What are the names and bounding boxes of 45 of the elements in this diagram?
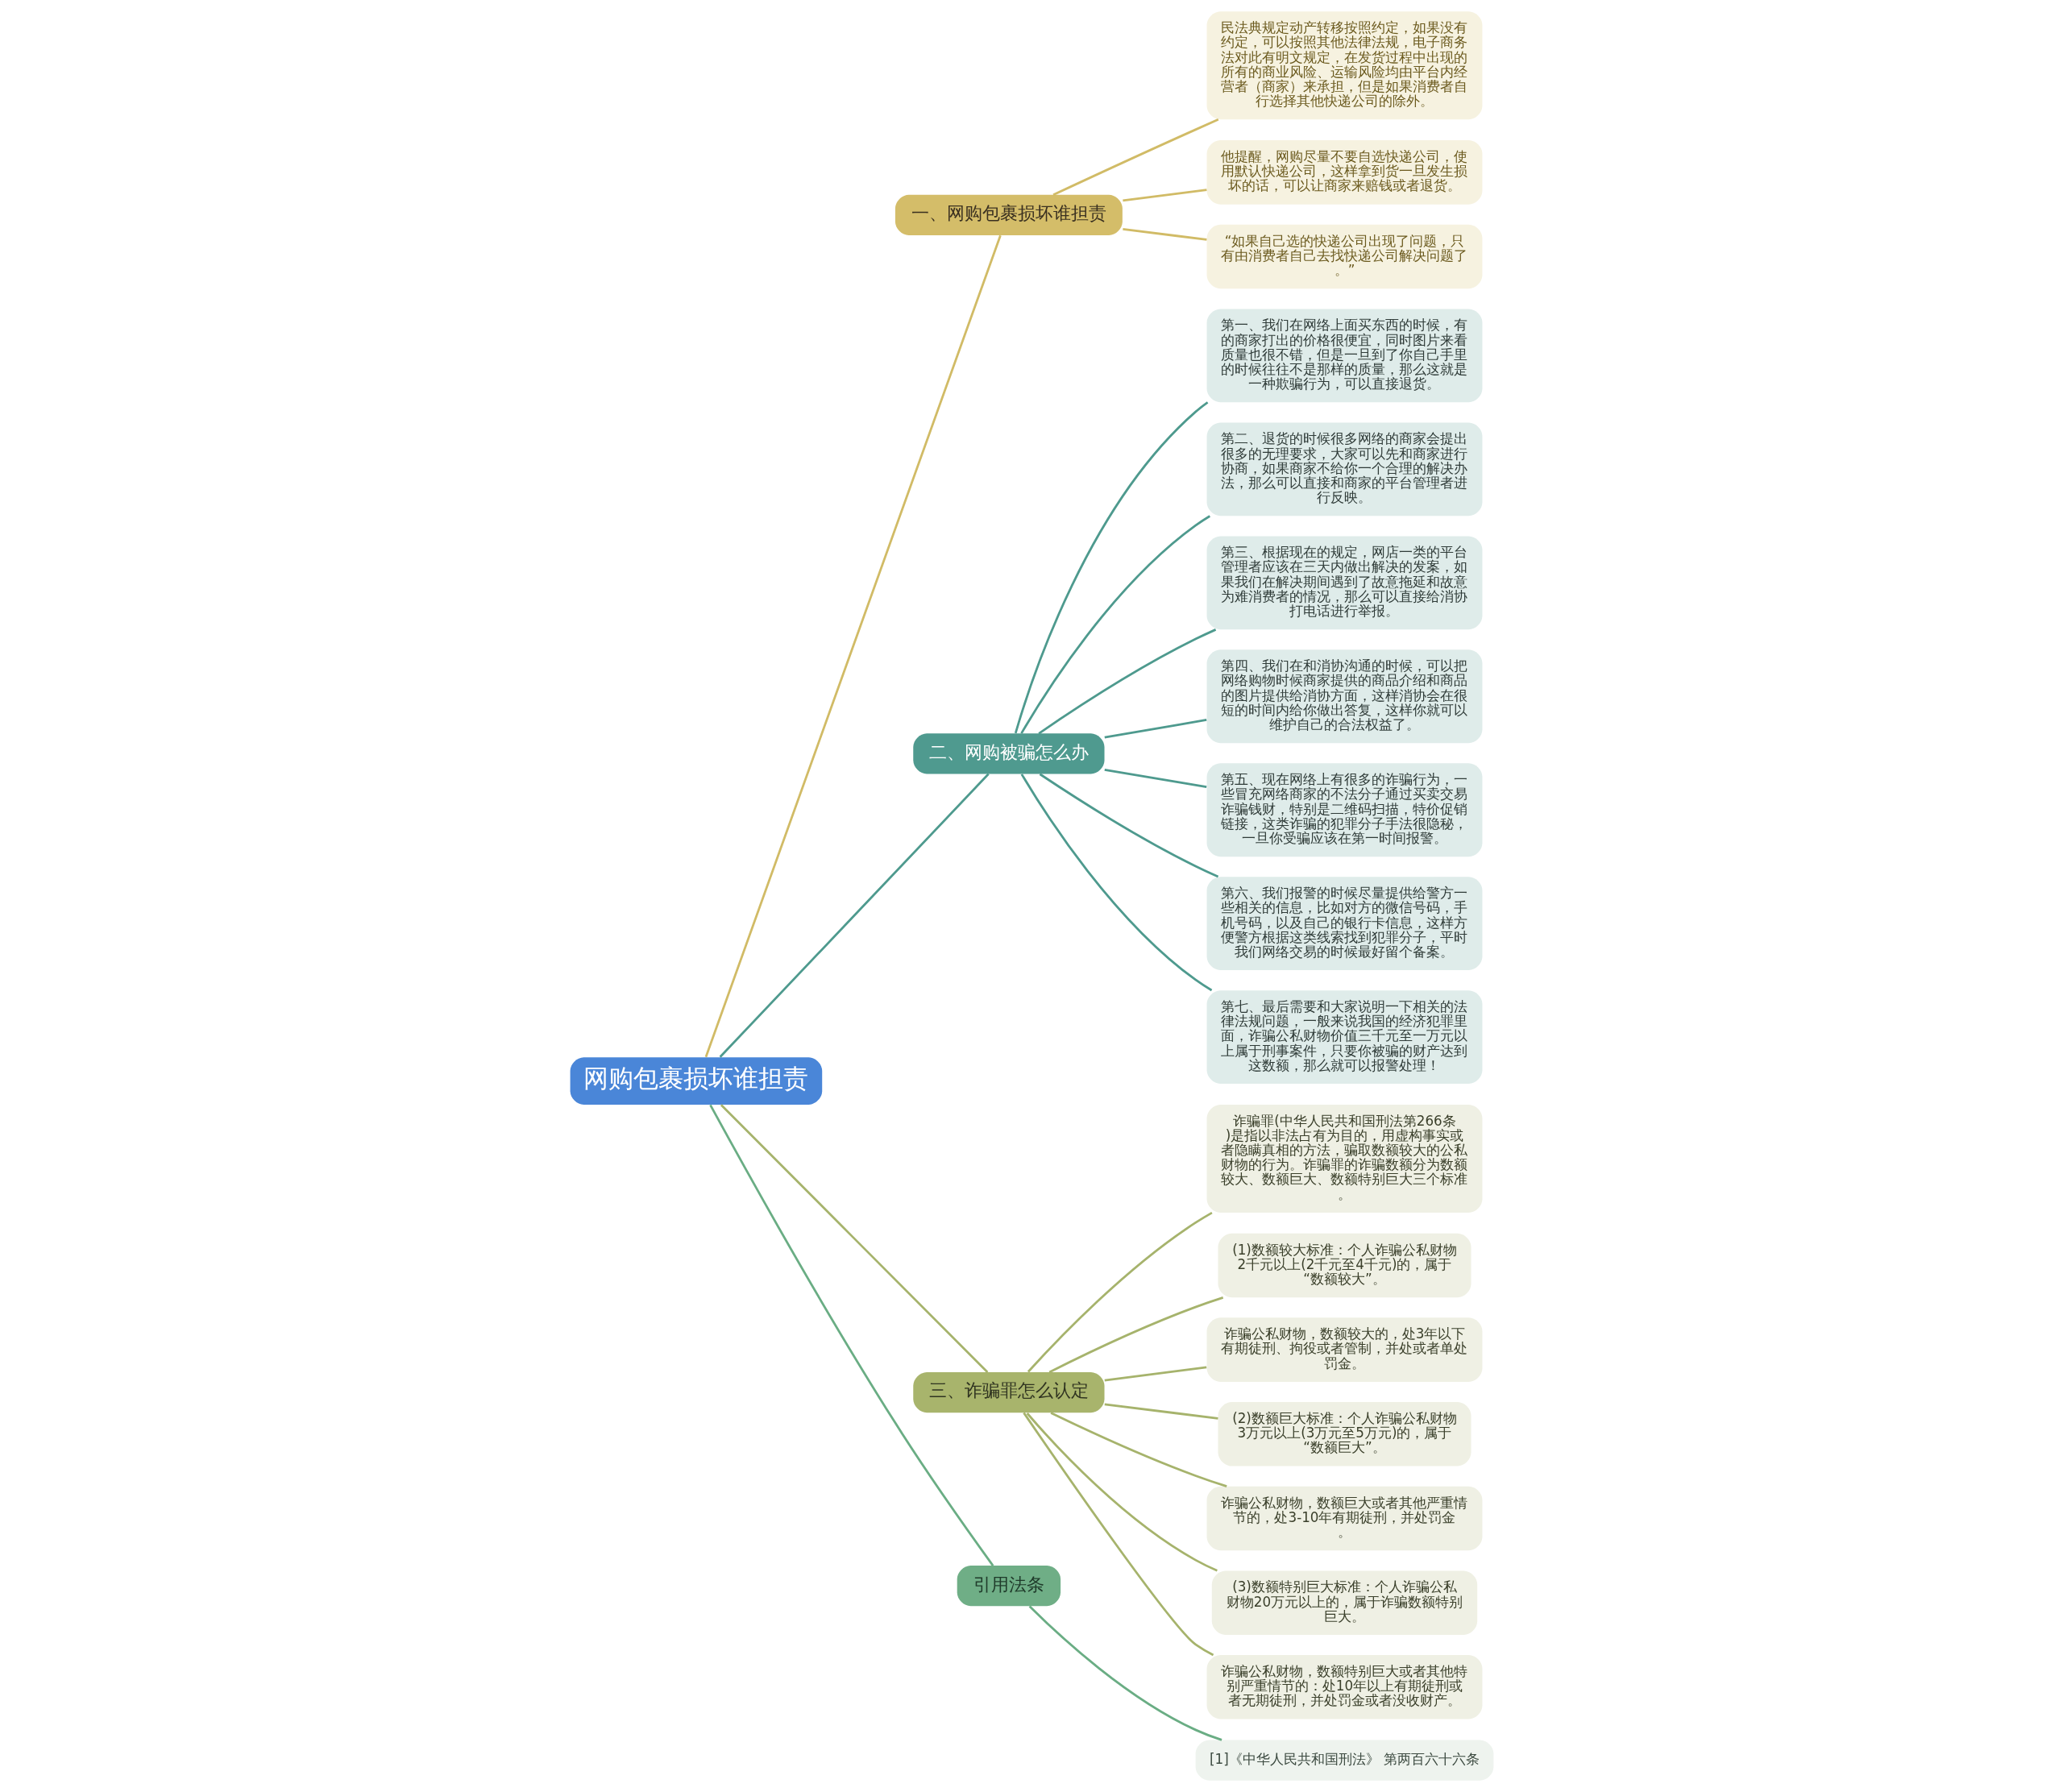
connector: [1026, 1412, 1218, 1572]
node-box: (2)数额巨大标准：个人诈骗公私财物3万元以上(3万元至5万元)的，属于“数额巨大”。: [1218, 1402, 1471, 1466]
node-box: 第二、退货的时候很多网络的商家会提出很多的无理要求，大家可以先和商家进行协商，如果商家不给你一个合理的解决办法，那么可以直接和商家的平台管理者进行反映。: [1206, 422, 1482, 516]
connector: [1028, 1605, 1222, 1741]
node-box: 第五、现在网络上有很多的诈骗行为，一些冒充网络商家的不法分子通过买卖交易诈骗钱财，特别是二维码扫描，特价促销链接，这类诈骗的犯罪分子手法很隐秘，一旦你受骗应该在第一时间报警。: [1206, 763, 1482, 857]
connector: [1104, 1403, 1218, 1420]
node-box: 第六、我们报警的时候尽量提供给警方一些相关的信息，比如对方的微信号码，手机号码，以及自己的银行卡信息，这样方便警方根据这类线索找到犯罪分子，平时我们网络交易的时候最好留个备案。: [1206, 877, 1482, 971]
node-box: 一、网购包裹损坏谁担责: [895, 194, 1123, 236]
node-box: 第七、最后需要和大家说明一下相关的法律法规问题，一般来说我国的经济犯罪里面，诈骗公私财物价值三千元至一万元以上属于刑事案件，只要你被骗的财产达到这数额，那么就可以报警处理！: [1206, 990, 1482, 1085]
node-box: 引用法条: [957, 1566, 1061, 1607]
connector: [1020, 774, 1212, 992]
node-box: 诈骗公私财物，数额特别巨大或者其他特别严重情节的：处10年以上有期徒刑或者无期徒刑，并处罚金或者没收财产。: [1206, 1655, 1482, 1719]
connector: [1048, 1296, 1223, 1374]
node-box: 民法典规定动产转移按照约定，如果没有约定，可以按照其他法律法规，电子商务法对此有明文规定，在发货过程中出现的所有的商业风险、运输风险均由平台内经营者（商家）来承担，但是如果消费者自行选择其他快递公司的除外。: [1206, 11, 1482, 120]
connector: [708, 1104, 994, 1566]
connector: [1039, 773, 1218, 878]
node-box: 网购包裹损坏谁担责: [570, 1057, 822, 1105]
node-box: (3)数额特别巨大标准：个人诈骗公私财物20万元以上的，属于诈骗数额特别巨大。: [1211, 1570, 1477, 1635]
connector: [1104, 768, 1206, 788]
node-box: 第一、我们在网络上面买东西的时候，有的商家打出的价格很便宜，同时图片来看质量也很不错，但是一旦到了你自己手里的时候往往不是那样的质量，那么这就是一种欺骗行为，可以直接退货。: [1206, 309, 1482, 403]
connector: [1027, 1211, 1213, 1373]
connector: [1104, 1366, 1206, 1382]
connector: [1019, 515, 1210, 734]
connector: [1050, 1412, 1227, 1487]
connector: [1037, 628, 1216, 735]
node-box: [1]《中华人民共和国刑法》 第两百六十六条: [1195, 1740, 1493, 1781]
node-box: 他提醒，网购尽量不要自选快递公司，使用默认快递公司，这样拿到货一旦发生损坏的话，可以让商家来赔钱或者退货。: [1206, 140, 1482, 205]
connector: [1052, 118, 1218, 196]
node-box: 第三、根据现在的规定，网店一类的平台管理者应该在三天内做出解决的发案，如果我们在解决期间遇到了故意拖延和故意为难消费者的情况，那么可以直接给消协打电话进行举报。: [1206, 536, 1482, 630]
node-box: 二、网购被骗怎么办: [912, 733, 1104, 774]
node-box: 三、诈骗罪怎么认定: [912, 1372, 1104, 1413]
node-box: 诈骗公私财物，数额巨大或者其他严重情节的，处3-10年有期徒刑，并处罚金。: [1206, 1486, 1482, 1551]
connector: [1122, 189, 1207, 202]
node-box: “如果自己选的快递公司出现了问题，只有由消费者自己去找快递公司解决问题了。”: [1206, 224, 1482, 289]
node-box: (1)数额较大标准：个人诈骗公私财物2千元以上(2千元至4千元)的，属于“数额较大”。: [1218, 1233, 1471, 1298]
connector: [1122, 228, 1207, 241]
connector: [1022, 1412, 1214, 1657]
connector: [1104, 719, 1206, 739]
node-box: 诈骗公私财物，数额较大的，处3年以下有期徒刑、拘役或者管制，并处或者单处罚金。: [1206, 1317, 1482, 1382]
connector: [1014, 401, 1208, 734]
node-box: 诈骗罪(中华人民共和国刑法第266条)是指以非法占有为目的，用虚构事实或者隐瞒真相的方法，骗取数额较大的公私财物的行为。诈骗罪的诈骗数额分为数额较大、数额巨大、数额特别巨大三个标准。: [1206, 1104, 1482, 1213]
connector: [720, 1104, 988, 1373]
connector: [719, 773, 990, 1058]
node-box: 第四、我们在和消协沟通的时候，可以把网络购物时候商家提供的商品介绍和商品的图片提供给消协方面，这样消协会在很短的时间内给你做出答复，这样你就可以维护自己的合法权益了。: [1206, 649, 1482, 744]
connector: [704, 234, 1002, 1058]
